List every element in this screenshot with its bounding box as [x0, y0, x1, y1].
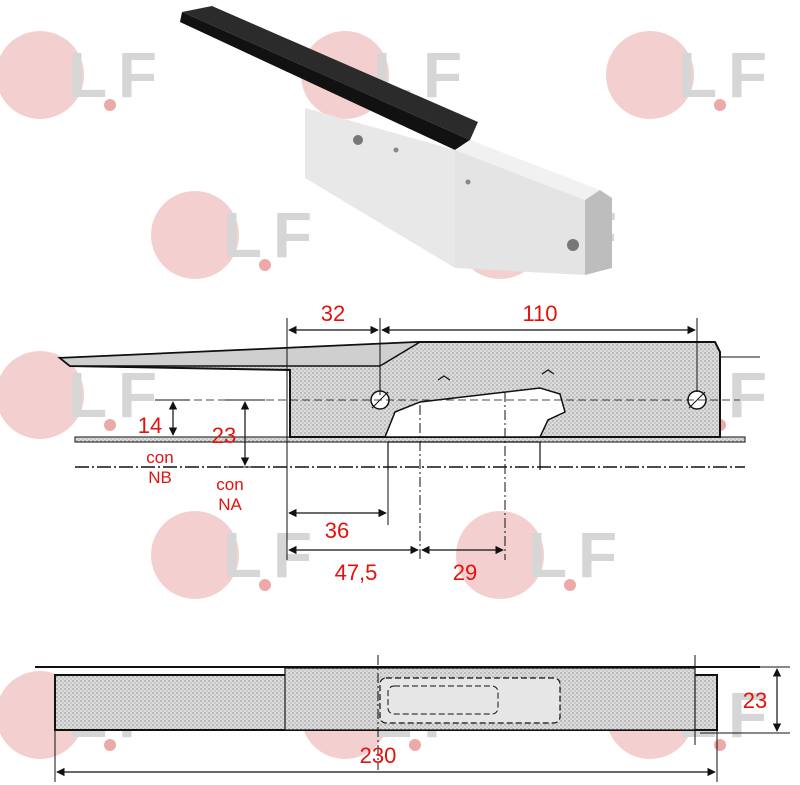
svg-text:F: F: [728, 359, 767, 431]
dimension-label-230: 230: [360, 743, 397, 768]
mount-hole: [353, 135, 363, 145]
label-con-na-line2: NA: [218, 495, 242, 514]
watermark-logo: L F: [606, 31, 767, 119]
body-end-face: [585, 190, 612, 275]
dimension-label-36: 36: [325, 518, 349, 543]
svg-text:F: F: [118, 359, 157, 431]
svg-text:L: L: [223, 199, 262, 271]
label-con-na-line1: con: [216, 475, 243, 494]
body-front-face: [455, 150, 585, 275]
dimension-labels: 32 110 14 23 con NB con NA 36 47,5 29 23…: [138, 301, 767, 768]
watermark-logo: L F: [0, 31, 157, 119]
svg-text:L: L: [528, 519, 567, 591]
svg-text:L: L: [68, 359, 107, 431]
watermark-logo: L F: [0, 351, 157, 439]
dimension-label-32: 32: [321, 301, 345, 326]
svg-text:L: L: [68, 39, 107, 111]
hook-outline-hidden: [379, 677, 561, 724]
hook-catch: [387, 441, 541, 470]
watermark-logo: L F: [456, 511, 617, 599]
rivet-mark: [437, 375, 451, 381]
svg-text:F: F: [273, 199, 312, 271]
body-side-face: [305, 108, 455, 268]
dimension-label-23-top: 23: [743, 688, 767, 713]
svg-text:F: F: [423, 39, 462, 111]
watermark-logo: L F: [151, 191, 312, 279]
rivet: [465, 179, 471, 185]
dimension-label-14: 14: [138, 413, 162, 438]
top-view-drawing: [35, 655, 790, 782]
label-con-nb-line1: con: [146, 448, 173, 467]
svg-text:F: F: [728, 679, 767, 751]
side-view-drawing: [57, 318, 760, 560]
svg-text:F: F: [273, 519, 312, 591]
svg-text:F: F: [728, 39, 767, 111]
dimension-label-23-side: 23: [212, 423, 236, 448]
watermark-logo: L F: [151, 511, 312, 599]
dimension-label-47-5: 47,5: [335, 560, 378, 585]
svg-text:L: L: [223, 519, 262, 591]
handle-side-face: [180, 12, 470, 150]
rivet-mark: [541, 369, 555, 375]
mount-hole: [567, 239, 579, 251]
svg-text:F: F: [118, 39, 157, 111]
body-top-face: [455, 140, 600, 200]
dimension-label-110: 110: [522, 301, 557, 326]
product-photo: [180, 6, 612, 275]
rivet: [393, 147, 399, 153]
svg-text:F: F: [578, 519, 617, 591]
handle-top-face: [182, 6, 478, 140]
dimension-label-29: 29: [453, 560, 477, 585]
lever-handle: [57, 341, 421, 367]
label-con-nb-line2: NB: [148, 468, 172, 487]
svg-text:L: L: [678, 39, 717, 111]
